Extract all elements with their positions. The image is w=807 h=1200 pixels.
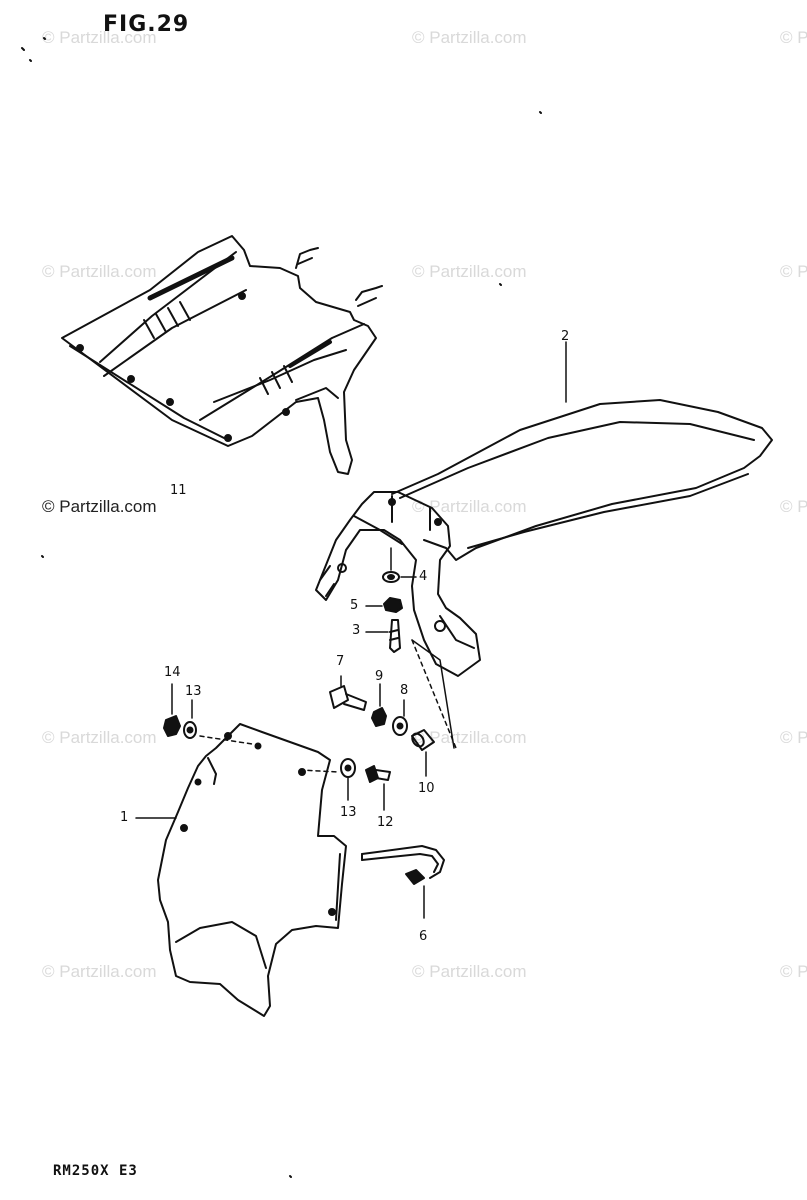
figure-title: FIG.29 [103,12,190,37]
scan-specks [21,37,542,1178]
watermark-text: © Partzilla.com [42,497,157,516]
watermark-text: © Partzilla.com [780,28,807,47]
part-1-mud-flap [135,723,347,1017]
watermark-text: © Partzilla.com [42,728,157,747]
watermark-text: © Partzilla.com [412,28,527,47]
part-12-bolt [365,765,391,811]
part-9-nut [371,683,387,727]
watermark-text: © Partzilla.com [412,262,527,281]
callout-6: 6 [419,929,428,944]
watermark-text: © Partzilla.com [42,262,157,281]
part-13-washer [183,699,197,739]
model-code: RM250X E3 [53,1163,138,1179]
callout-13-lower: 13 [340,805,357,820]
part-11-fender-tray [61,235,383,475]
watermark-text: © Partzilla.com [780,497,807,516]
part-2-rear-fender [315,341,773,677]
part-4-washer [382,547,417,583]
callout-13-upper: 13 [185,684,202,699]
callout-4: 4 [419,569,428,584]
collar-guide-line [411,639,455,749]
watermark-text: © Partzilla.com [780,262,807,281]
part-3-bolt [365,619,401,653]
callout-1: 1 [120,810,129,825]
watermark-text: © Partzilla.com [412,728,527,747]
callout-10: 10 [418,781,435,796]
part-8-washer [392,699,408,736]
callout-5: 5 [350,598,359,613]
part-5-nut [365,597,403,613]
watermark-text: © Partzilla.com [780,728,807,747]
watermark-text: © Partzilla.com [780,962,807,981]
part-6-strap [361,845,445,919]
callout-2: 2 [561,329,570,344]
watermark-text: © Partzilla.com [42,28,157,47]
callout-7: 7 [336,654,345,669]
watermark-text: © Partzilla.com [412,962,527,981]
part-7-bolt [329,675,367,711]
part-13-washer-lower [340,758,356,801]
callout-3: 3 [352,623,361,638]
assembly-leader-lines [199,639,457,773]
callout-11: 11 [170,483,187,498]
part-10-collar [411,729,435,777]
callout-14: 14 [164,665,181,680]
callout-9: 9 [375,669,384,684]
watermark-text: © Partzilla.com [412,497,527,516]
callout-8: 8 [400,683,409,698]
part-14-nut [163,683,181,737]
callout-12: 12 [377,815,394,830]
watermark-text: © Partzilla.com [42,962,157,981]
